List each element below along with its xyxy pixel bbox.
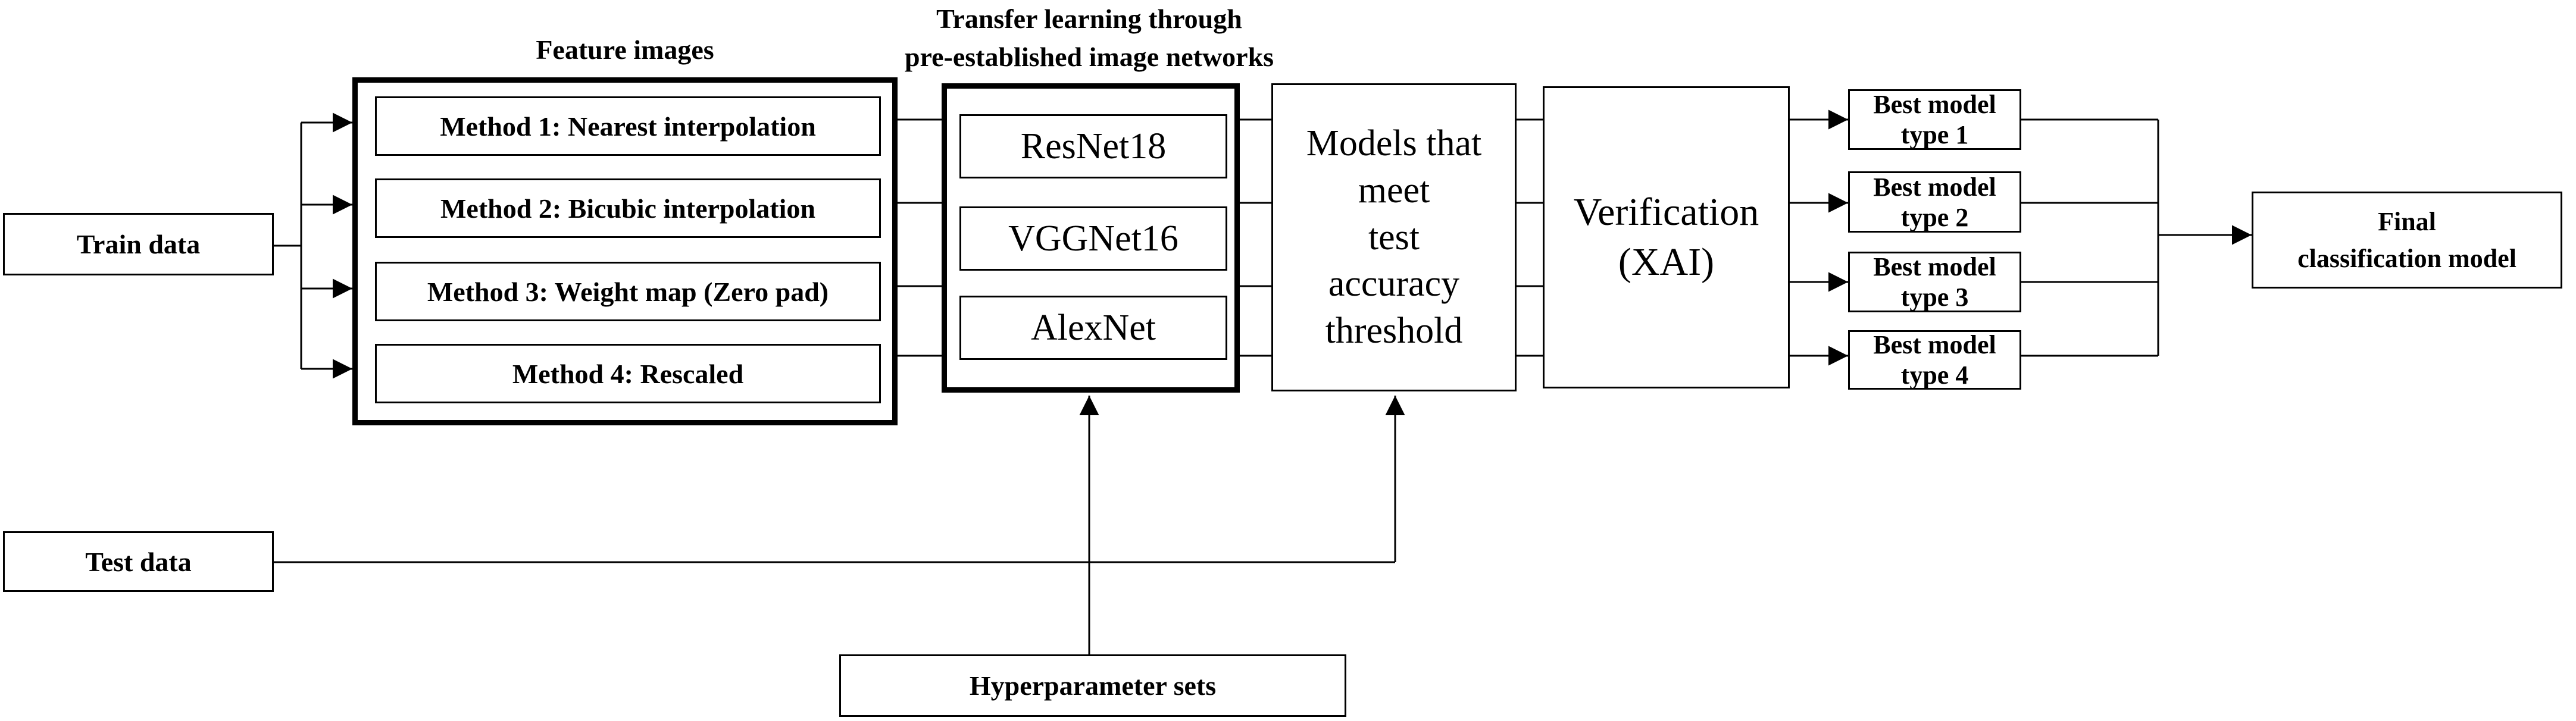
transfer-learning-header-line1: Transfer learning through: [936, 4, 1242, 34]
vggnet16-box: VGGNet16: [959, 206, 1227, 271]
alexnet-label: AlexNet: [1030, 307, 1156, 348]
method-1-label: Method 1: Nearest interpolation: [440, 111, 816, 142]
resnet18-label: ResNet18: [1020, 126, 1167, 167]
best-model-2-label: Best model type 2: [1873, 172, 1996, 232]
verification-line2: (XAI): [1618, 240, 1715, 284]
train-data-label: Train data: [76, 229, 201, 259]
hyperparameter-sets-box: Hyperparameter sets: [839, 654, 1346, 717]
best-model-3-box: Best model type 3: [1848, 252, 2021, 312]
method-2-label: Method 2: Bicubic interpolation: [440, 193, 815, 224]
best-model-1-label: Best model type 1: [1873, 90, 1996, 149]
best-model-2-box: Best model type 2: [1848, 171, 2021, 233]
best-model-1-box: Best model type 1: [1848, 89, 2021, 150]
vggnet16-label: VGGNet16: [1008, 218, 1178, 259]
threshold-line2: meet: [1358, 170, 1430, 211]
best-model-4-box: Best model type 4: [1848, 330, 2021, 390]
transfer-learning-header-line2: pre-established image networks: [904, 42, 1274, 73]
method-2-box: Method 2: Bicubic interpolation: [375, 178, 881, 238]
resnet18-box: ResNet18: [959, 114, 1227, 178]
verification-line1: Verification: [1573, 190, 1759, 234]
threshold-models-box: Models that meet test accuracy threshold: [1271, 83, 1517, 391]
method-4-label: Method 4: Rescaled: [512, 358, 744, 389]
hyperparameter-sets-label: Hyperparameter sets: [969, 670, 1217, 701]
test-data-label: Test data: [85, 546, 192, 577]
train-data-box: Train data: [3, 213, 274, 275]
alexnet-box: AlexNet: [959, 296, 1227, 360]
final-line1: Final: [2378, 206, 2436, 236]
threshold-line1: Models that: [1306, 123, 1482, 164]
threshold-line4: accuracy: [1328, 264, 1460, 305]
verification-box: Verification (XAI): [1543, 86, 1790, 388]
feature-images-header: Feature images: [536, 35, 714, 65]
final-line2: classification model: [2297, 243, 2516, 273]
best-model-3-label: Best model type 3: [1873, 252, 1996, 312]
method-3-label: Method 3: Weight map (Zero pad): [427, 276, 829, 307]
transfer-learning-header: Transfer learning through pre-establishe…: [857, 0, 1321, 77]
threshold-line3: test: [1368, 217, 1420, 258]
method-1-box: Method 1: Nearest interpolation: [375, 96, 881, 156]
threshold-line5: threshold: [1325, 311, 1463, 352]
final-classification-box: Final classification model: [2252, 192, 2562, 289]
test-data-box: Test data: [3, 531, 274, 592]
method-4-box: Method 4: Rescaled: [375, 344, 881, 403]
method-3-box: Method 3: Weight map (Zero pad): [375, 262, 881, 321]
best-model-4-label: Best model type 4: [1873, 330, 1996, 390]
